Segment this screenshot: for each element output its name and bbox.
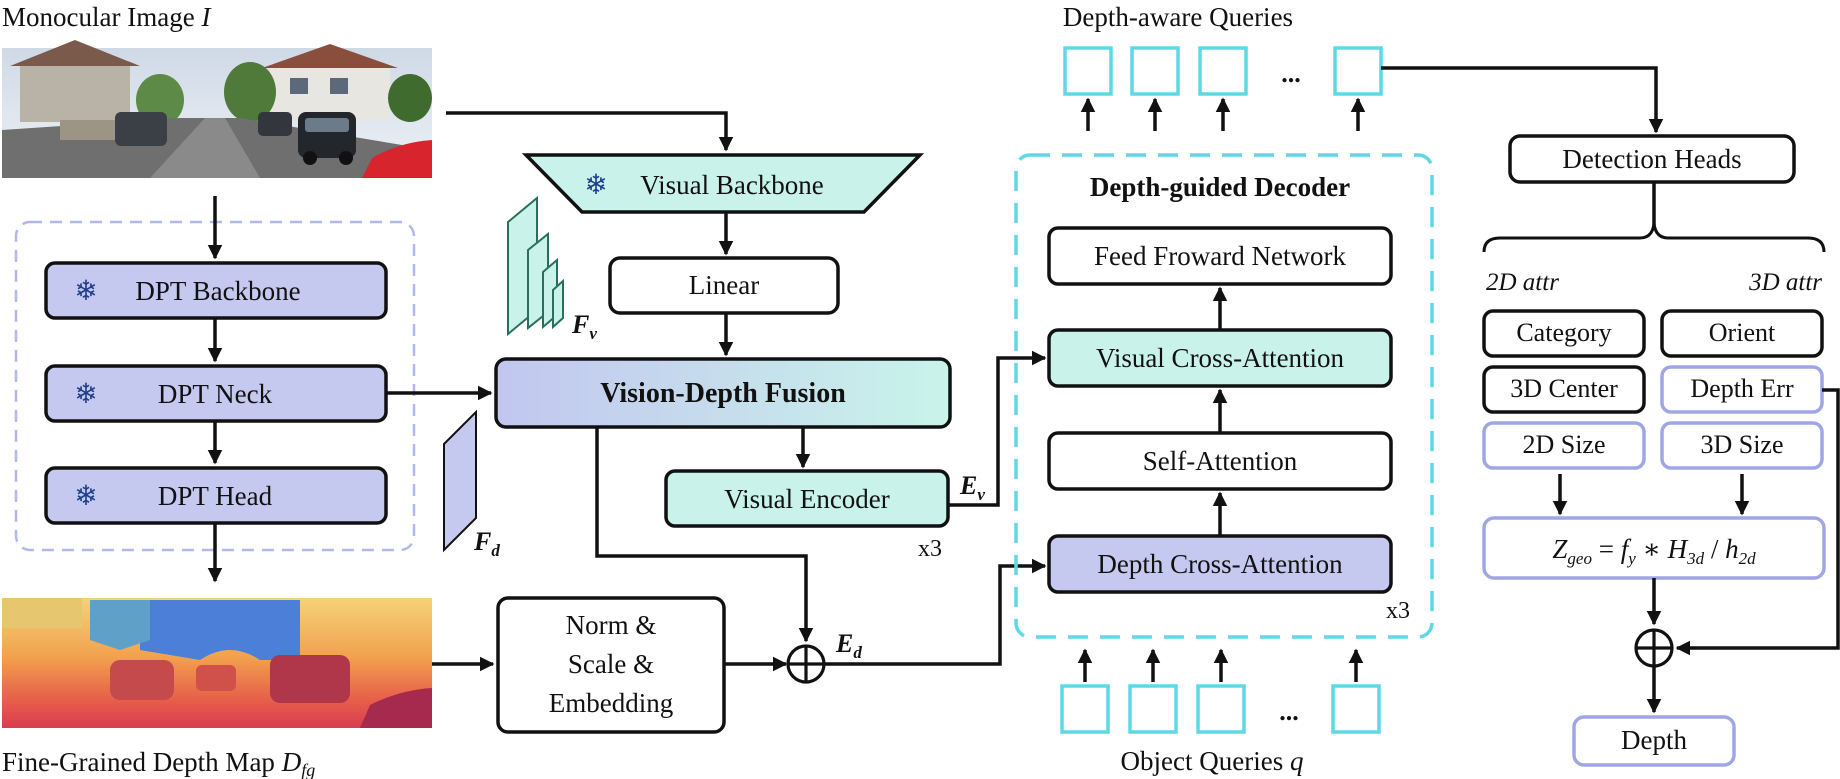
svg-text:Depth Err: Depth Err (1690, 374, 1794, 403)
size-3d-box: 3D Size (1660, 421, 1824, 470)
depth-cross-attention-label: Depth Cross-Attention (1097, 549, 1343, 579)
depth-cross-attention-block: Depth Cross-Attention (1047, 534, 1393, 594)
dpt-head-label: DPT Head (158, 481, 273, 511)
ffn-block: Feed Froward Network (1047, 226, 1393, 286)
svg-text:3D Center: 3D Center (1510, 374, 1618, 403)
orient-box: Orient (1660, 309, 1824, 358)
arrow-fusion-to-add (595, 427, 814, 643)
depth-aware-queries-label: Depth-aware Queries (1063, 2, 1293, 32)
vision-depth-fusion-block: Vision-Depth Fusion (494, 357, 952, 429)
norm-label-line3: Embedding (549, 688, 673, 718)
object-query-arrows (1077, 648, 1364, 682)
dpt-neck-label: DPT Neck (158, 379, 273, 409)
object-queries (1060, 684, 1381, 734)
circle-plus-icon (1634, 628, 1674, 668)
fv-label: Fv (571, 310, 597, 343)
depth-aware-queries (1063, 46, 1383, 96)
decoder-title: Depth-guided Decoder (1090, 172, 1350, 202)
snowflake-icon: ❄ (74, 479, 97, 512)
fv-feature-pyramid (507, 195, 564, 337)
norm-scale-embedding-block: Norm & Scale & Embedding (496, 596, 726, 734)
linear-label: Linear (689, 270, 759, 300)
circle-plus-icon (786, 644, 826, 684)
svg-text:Depth: Depth (1621, 725, 1687, 755)
size-2d-box: 2D Size (1482, 421, 1646, 470)
attr-2d-label: 2D attr (1486, 269, 1559, 296)
visual-cross-attention-block: Visual Cross-Attention (1047, 328, 1393, 388)
fusion-label: Vision-Depth Fusion (600, 378, 846, 409)
fd-label: Fd (473, 527, 500, 560)
visual-encoder-label: Visual Encoder (724, 484, 890, 514)
depth-err-box: Depth Err (1660, 365, 1824, 414)
arrow-deptherr-to-add (1675, 388, 1840, 656)
svg-text:Category: Category (1516, 318, 1611, 347)
detection-heads-label: Detection Heads (1562, 144, 1741, 174)
arrow-image-to-backbone (446, 111, 734, 152)
linear-block: Linear (608, 256, 840, 315)
decoder-output-arrows (1080, 97, 1366, 131)
arrow-ev-to-visual-cross-attention (948, 350, 1047, 507)
formula-text: Zgeo = fy ∗ H3d / h2d (1552, 534, 1756, 568)
decoder-repeat-label: x3 (1386, 598, 1410, 624)
attr-3d-label: 3D attr (1748, 269, 1822, 296)
visual-cross-attention-label: Visual Cross-Attention (1096, 343, 1345, 373)
visual-backbone-label: Visual Backbone (640, 170, 824, 200)
snowflake-icon: ❄ (74, 377, 97, 410)
self-attention-block: Self-Attention (1047, 431, 1393, 491)
norm-label-line1: Norm & (566, 610, 657, 640)
object-queries-label: Object Queries q (1121, 746, 1304, 776)
fd-feature-map (443, 409, 477, 553)
encoder-repeat-label: x3 (918, 536, 942, 562)
center-3d-box: 3D Center (1482, 365, 1646, 414)
category-box: Category (1482, 309, 1646, 358)
depth-map-label: Fine-Grained Depth Map Dfg (2, 747, 315, 779)
monocular-image (2, 40, 432, 178)
ed-label: Ed (835, 629, 862, 662)
queries-ellipsis-top: ... (1281, 59, 1301, 88)
queries-ellipsis-bottom: ... (1279, 697, 1299, 726)
arrow-ed-to-depth-cross-attention (824, 558, 1047, 666)
svg-text:Orient: Orient (1709, 318, 1776, 347)
ev-label: Ev (959, 471, 985, 504)
dpt-neck-block: ❄ DPT Neck (44, 364, 388, 423)
depth-map-image (2, 598, 432, 728)
svg-text:3D Size: 3D Size (1700, 430, 1783, 459)
arrow-queries-to-heads (1381, 66, 1664, 134)
ffn-label: Feed Froward Network (1094, 241, 1346, 271)
svg-text:2D Size: 2D Size (1522, 430, 1605, 459)
geometric-depth-formula: Zgeo = fy ∗ H3d / h2d (1482, 516, 1826, 580)
dpt-head-block: ❄ DPT Head (44, 466, 388, 525)
snowflake-icon: ❄ (74, 274, 97, 307)
dpt-backbone-block: ❄ DPT Backbone (44, 261, 388, 320)
depth-output-box: Depth (1572, 715, 1736, 767)
visual-backbone-block: ❄ Visual Backbone (521, 153, 925, 214)
decoder-frame (1014, 153, 1434, 639)
dpt-backbone-label: DPT Backbone (135, 276, 300, 306)
visual-encoder-block: Visual Encoder (664, 469, 950, 528)
norm-label-line2: Scale & (568, 649, 654, 679)
monocular-image-label: Monocular Image I (2, 2, 212, 32)
detection-heads-block: Detection Heads (1508, 134, 1796, 184)
snowflake-icon: ❄ (584, 168, 607, 201)
heads-brace (1482, 223, 1826, 253)
self-attention-label: Self-Attention (1143, 446, 1298, 476)
